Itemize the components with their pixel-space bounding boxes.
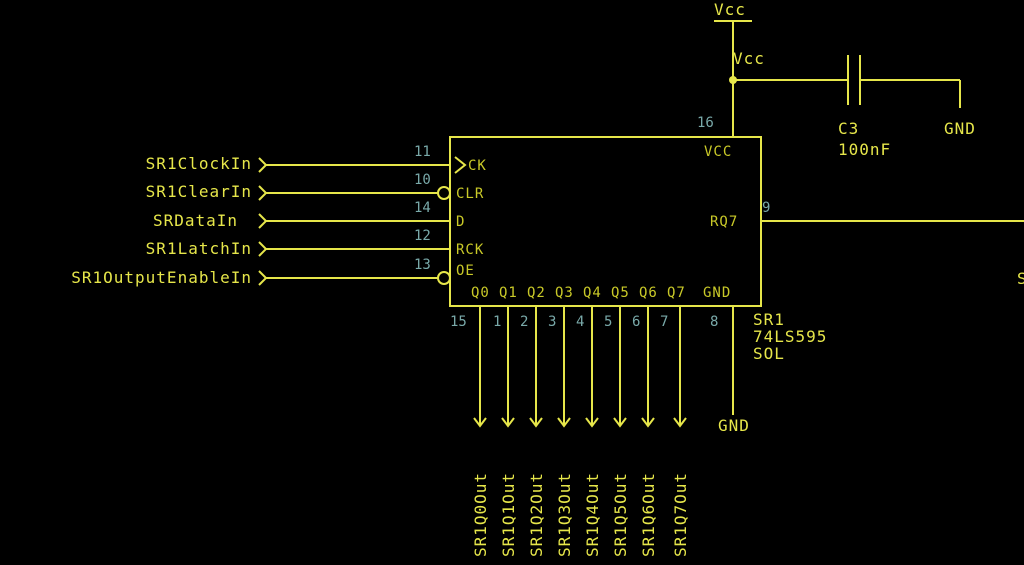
vcc-net-label: Vcc xyxy=(733,49,765,68)
input-port-arrow xyxy=(258,185,268,201)
input-pin-label: OE xyxy=(456,263,475,279)
input-pin-label: CLR xyxy=(456,186,484,202)
input-pin-number: 10 xyxy=(414,172,431,188)
input-net-label: SR1ClearIn xyxy=(146,182,252,201)
output-arrow xyxy=(501,417,515,428)
ic-part: 74LS595 xyxy=(753,327,827,346)
output-pin-number: 6 xyxy=(632,314,640,330)
ic-package: SOL xyxy=(753,344,785,363)
input-pin-3: SR1LatchIn 12 RCK xyxy=(146,228,484,258)
output-arrow xyxy=(673,417,687,428)
gnd-pin-label: GND xyxy=(703,285,731,301)
output-net-label: SR1Q6Out xyxy=(639,472,658,557)
input-net-label: SRDataIn xyxy=(153,211,238,230)
output-net-label: SR1Q2Out xyxy=(527,472,546,557)
output-pin-number: 15 xyxy=(450,314,467,330)
output-pin-5: Q5 5 SR1Q5Out xyxy=(604,285,630,557)
output-pin-label: Q7 xyxy=(667,285,686,301)
output-net-label: SR1Q3Out xyxy=(555,472,574,557)
output-pin-number: 7 xyxy=(660,314,668,330)
output-pin-label: Q0 xyxy=(471,285,490,301)
output-arrow xyxy=(557,417,571,428)
input-port-arrow xyxy=(258,157,268,173)
output-pin-label: Q2 xyxy=(527,285,546,301)
input-port-arrow xyxy=(258,213,268,229)
output-pin-label: Q6 xyxy=(639,285,658,301)
output-pin-number: 1 xyxy=(493,314,501,330)
gnd-pin-number: 8 xyxy=(710,314,718,330)
input-pin-number: 11 xyxy=(414,144,431,160)
input-pin-2: SRDataIn 14 D xyxy=(153,200,465,230)
input-pin-0: SR1ClockIn 11 CK xyxy=(146,144,487,174)
output-net-label: SR1Q0Out xyxy=(471,472,490,557)
output-net-label: SR1Q1Out xyxy=(499,472,518,557)
gnd-ic-label: GND xyxy=(718,416,750,435)
inversion-bubble xyxy=(437,186,451,200)
input-pin-1: SR1ClearIn 10 CLR xyxy=(146,172,484,202)
output-arrow xyxy=(529,417,543,428)
output-net-label: SR1Q4Out xyxy=(583,472,602,557)
capacitor-ref: C3 xyxy=(838,119,859,138)
input-pin-label: CK xyxy=(468,158,487,174)
output-pin-number: 2 xyxy=(520,314,528,330)
input-net-label: SR1ClockIn xyxy=(146,154,252,173)
output-pin-label: Q3 xyxy=(555,285,574,301)
input-pin-label: D xyxy=(456,214,465,230)
vcc-pin-label: VCC xyxy=(704,144,732,160)
output-arrow xyxy=(585,417,599,428)
input-net-label: SR1LatchIn xyxy=(146,239,252,258)
input-port-arrow xyxy=(258,241,268,257)
cap-gnd-label: GND xyxy=(944,119,976,138)
input-net-label: SR1OutputEnableIn xyxy=(71,268,252,287)
output-pin-4: Q4 4 SR1Q4Out xyxy=(576,285,602,557)
output-arrow xyxy=(473,417,487,428)
rq7-pin-label: RQ7 xyxy=(710,214,738,230)
output-pin-0: Q0 15 SR1Q0Out xyxy=(450,285,490,557)
vcc-pin-number: 16 xyxy=(697,115,714,131)
output-pin-1: Q1 1 SR1Q1Out xyxy=(493,285,518,557)
output-pin-number: 4 xyxy=(576,314,584,330)
output-net-label: SR1Q7Out xyxy=(671,472,690,557)
clock-triangle xyxy=(454,156,467,174)
output-pin-label: Q1 xyxy=(499,285,518,301)
output-pin-number: 5 xyxy=(604,314,612,330)
rq7-pin-number: 9 xyxy=(762,200,770,216)
output-pin-label: Q5 xyxy=(611,285,630,301)
output-pin-3: Q3 3 SR1Q3Out xyxy=(548,285,574,557)
output-pin-2: Q2 2 SR1Q2Out xyxy=(520,285,546,557)
inversion-bubble xyxy=(437,271,451,285)
input-pin-label: RCK xyxy=(456,242,484,258)
input-port-arrow xyxy=(258,270,268,286)
output-pin-6: Q6 6 SR1Q6Out xyxy=(632,285,658,557)
ic-ref: SR1 xyxy=(753,310,785,329)
input-pin-number: 14 xyxy=(414,200,431,216)
output-pin-7: Q7 7 SR1Q7Out xyxy=(660,285,690,557)
clipped-net-label: S xyxy=(1017,269,1024,288)
output-arrow xyxy=(613,417,627,428)
capacitor-value: 100nF xyxy=(838,140,891,159)
output-arrow xyxy=(641,417,655,428)
output-pin-number: 3 xyxy=(548,314,556,330)
output-net-label: SR1Q5Out xyxy=(611,472,630,557)
vcc-top-label: Vcc xyxy=(714,0,746,19)
output-pin-label: Q4 xyxy=(583,285,602,301)
input-pin-number: 12 xyxy=(414,228,431,244)
input-pin-number: 13 xyxy=(414,257,431,273)
input-pin-4: SR1OutputEnableIn 13 OE xyxy=(71,257,475,287)
